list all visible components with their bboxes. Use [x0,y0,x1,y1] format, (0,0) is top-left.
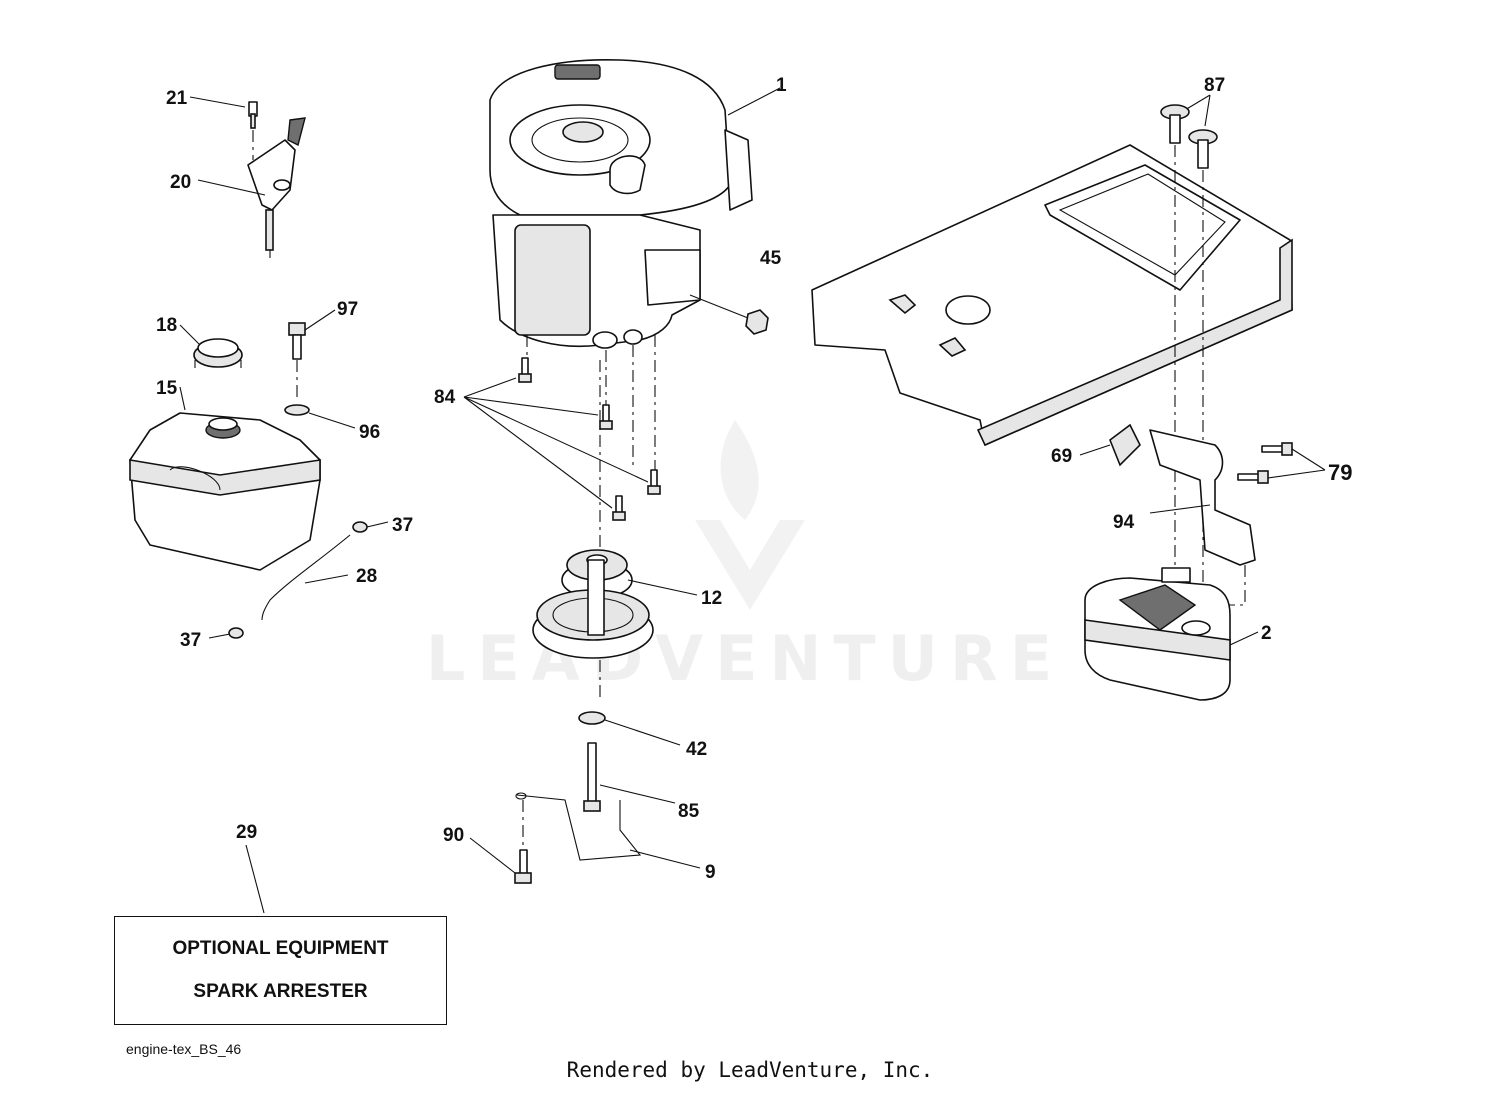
engine-illustration [489,58,753,349]
callout-28[interactable]: 28 [356,566,377,587]
callout-45[interactable]: 45 [760,248,782,269]
callout-94[interactable]: 94 [1113,512,1135,533]
throttle-control-20 [189,96,306,258]
callout-37-top[interactable]: 37 [392,515,413,536]
bolt-97-washer-96 [284,309,356,429]
callout-15[interactable]: 15 [156,378,178,399]
callout-96[interactable]: 96 [359,422,380,443]
callout-90[interactable]: 90 [443,825,464,846]
callout-85[interactable]: 85 [678,801,700,822]
callout-29[interactable]: 29 [236,822,257,843]
callout-84[interactable]: 84 [434,387,456,408]
callout-9[interactable]: 9 [705,862,716,883]
callout-18[interactable]: 18 [156,315,177,336]
optional-equipment-note: OPTIONAL EQUIPMENT SPARK ARRESTER [114,916,447,1025]
muffler-2 [1084,567,1259,701]
watermark-text: LEADVENTURE [426,622,1064,695]
callout-42[interactable]: 42 [686,739,707,760]
callout-37-bottom[interactable]: 37 [180,630,201,651]
callout-21[interactable]: 21 [166,88,188,109]
nut-45 [689,294,769,335]
callout-87[interactable]: 87 [1204,75,1225,96]
bolts-84 [463,335,661,700]
callout-1[interactable]: 1 [776,75,787,96]
fuel-line-28 [208,521,389,639]
diagram-file-reference: engine-tex_BS_46 [126,1041,242,1057]
note-line-1: OPTIONAL EQUIPMENT [172,938,389,959]
callout-69[interactable]: 69 [1051,446,1072,467]
exhaust-69-79-94 [1079,423,1326,606]
note-line-2: SPARK ARRESTER [193,981,368,1002]
watermark: LEADVENTURE [426,420,1064,695]
callouts: 1 2 9 12 15 18 20 21 28 29 37 37 42 45 6… [156,75,1352,883]
fuel-tank-15 [129,386,321,571]
frame-plate [811,144,1293,447]
callout-97[interactable]: 97 [337,299,358,320]
hardware-lower [469,711,701,884]
callout-2[interactable]: 2 [1261,623,1272,644]
render-credit: Rendered by LeadVenture, Inc. [566,1058,934,1082]
callout-20[interactable]: 20 [170,172,191,193]
pulley-12 [532,549,698,659]
callout-79[interactable]: 79 [1328,460,1352,485]
callout-12[interactable]: 12 [701,588,722,609]
fuel-cap-18 [179,324,243,368]
